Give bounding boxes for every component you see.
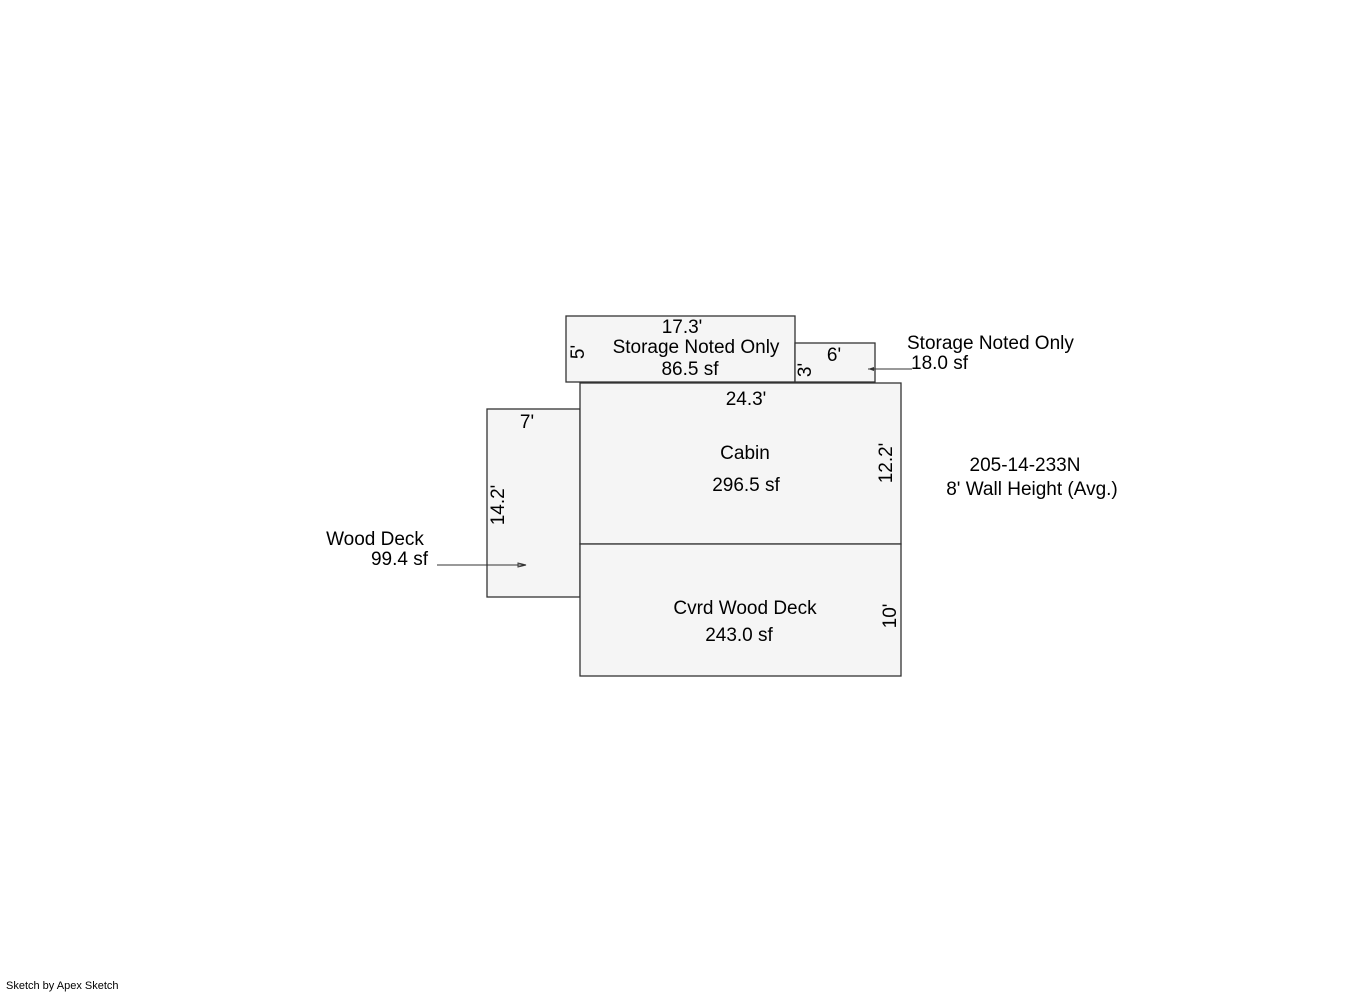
wood-deck-leader-arrow (437, 562, 527, 568)
cabin-width-label: 24.3' (726, 389, 767, 410)
storage-small-depth-label: 3' (795, 363, 816, 377)
covered-deck-depth-label: 10' (880, 604, 901, 629)
storage-small-area-label: 18.0 sf (911, 353, 969, 374)
cabin-area-label: 296.5 sf (712, 475, 780, 496)
storage-main-name-label: Storage Noted Only (613, 337, 780, 358)
cabin-name-label: Cabin (720, 443, 770, 464)
storage-main-area-label: 86.5 sf (661, 359, 719, 380)
wall-height-label: 8' Wall Height (Avg.) (946, 479, 1118, 500)
storage-main-room (565, 315, 796, 383)
wood-deck-room (486, 408, 581, 598)
storage-small-width-label: 6' (827, 345, 841, 366)
storage-small-leader-arrow (868, 367, 912, 371)
parcel-id-label: 205-14-233N (970, 455, 1081, 476)
storage-main-width-label: 17.3' (662, 317, 703, 338)
wood-deck-name-label: Wood Deck (326, 529, 424, 550)
wood-deck-area-label: 99.4 sf (371, 549, 429, 570)
wood-deck-depth-label: 14.2' (488, 485, 509, 526)
wood-deck-width-label: 7' (520, 412, 534, 433)
storage-small-room (794, 342, 876, 383)
storage-main-depth-label: 5' (568, 345, 589, 359)
covered-deck-name-label: Cvrd Wood Deck (673, 598, 817, 619)
cabin-room (579, 382, 902, 545)
sketch-credit-label: Sketch by Apex Sketch (6, 980, 119, 992)
covered-deck-area-label: 243.0 sf (705, 625, 773, 646)
storage-small-name-label: Storage Noted Only (907, 333, 1074, 354)
covered-deck-room (579, 543, 902, 677)
cabin-depth-label: 12.2' (876, 443, 897, 484)
